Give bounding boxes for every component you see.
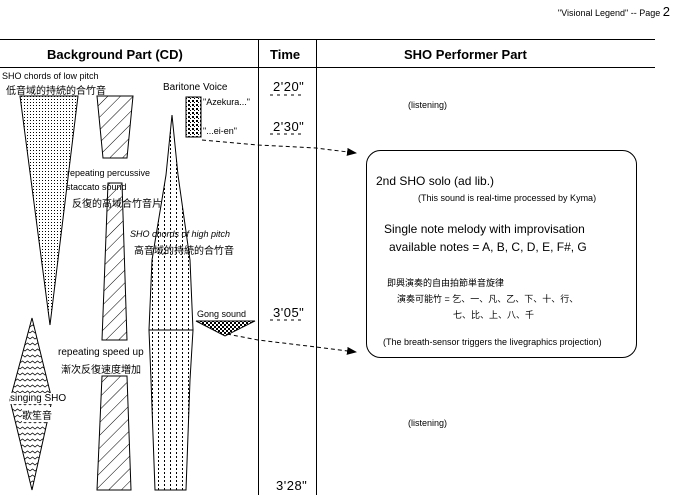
column-header-performer: SHO Performer Part bbox=[404, 47, 527, 62]
high-pitch-label-jp: 高音域的持続的合竹音 bbox=[134, 246, 234, 257]
baritone-line-2: "...ei-en" bbox=[203, 126, 237, 136]
column-header-background: Background Part (CD) bbox=[47, 47, 183, 62]
percussive-sound-shape-middle bbox=[101, 182, 128, 341]
speedup-label-en: repeating speed up bbox=[58, 347, 144, 358]
arrow-gong-to-sensor bbox=[226, 333, 357, 355]
document-title: "Visional Legend" bbox=[557, 8, 629, 18]
percussive-label-en-1: repeating percussive bbox=[67, 168, 151, 178]
percussive-label-jp: 反復的高域合竹音片 bbox=[72, 199, 162, 210]
column-header-time: Time bbox=[270, 47, 301, 62]
jp-melody-line: 即興演奏的自由拍節単音旋律 bbox=[387, 278, 505, 288]
jp-notes-line-1: 演奏可能竹 = 乞、一、凡、乙、下、十、行、 bbox=[397, 294, 579, 304]
high-pitch-label-en: SHO chords of high pitch bbox=[130, 229, 231, 239]
percussive-label-en-2: staccato sound bbox=[66, 182, 127, 192]
time-mark: 2'30" bbox=[273, 119, 305, 134]
listening-label-1: (listening) bbox=[408, 100, 448, 110]
page-header: "Visional Legend" -- Page 2 bbox=[558, 4, 670, 19]
singing-label-jp: 歌笙音 bbox=[22, 407, 52, 422]
baritone-voice-block bbox=[185, 96, 202, 138]
high-pitch-chord-shape bbox=[148, 114, 194, 491]
header-separator: -- bbox=[630, 8, 637, 18]
melody-line: Single note melody with improvisation bbox=[384, 222, 585, 236]
gong-sound-shape bbox=[195, 320, 256, 337]
low-pitch-chord-shape bbox=[19, 95, 79, 326]
baritone-label: Baritone Voice bbox=[163, 82, 228, 93]
time-mark: 3'05" bbox=[273, 305, 305, 320]
percussive-sound-shape-upper bbox=[96, 95, 134, 159]
jp-notes-line-2: 七、比、上、八、千 bbox=[453, 310, 535, 320]
speedup-label-jp: 漸次反復速度増加 bbox=[61, 365, 141, 376]
low-pitch-label-en: SHO chords of low pitch bbox=[2, 71, 99, 81]
listening-label-2: (listening) bbox=[408, 418, 448, 428]
sensor-note: (The breath-sensor triggers the livegrap… bbox=[383, 337, 602, 347]
singing-sho-shape bbox=[9, 317, 53, 491]
baritone-line-1: "Azekura..." bbox=[203, 97, 250, 107]
gong-label: Gong sound bbox=[197, 309, 247, 319]
arrow-baritone-to-solo bbox=[201, 139, 357, 156]
solo-note: (This sound is real-time processed by Ky… bbox=[418, 193, 597, 203]
low-pitch-label-jp: 低音域的持続的合竹音 bbox=[6, 86, 106, 97]
time-mark: 2'20" bbox=[273, 79, 305, 94]
singing-label-en: singing SHO bbox=[10, 393, 67, 404]
page-label: Page bbox=[639, 8, 661, 18]
notes-line: available notes = A, B, C, D, E, F#, G bbox=[389, 240, 587, 254]
speedup-sound-shape bbox=[96, 375, 132, 491]
page-number: 2 bbox=[662, 4, 670, 19]
time-mark: 3'28" bbox=[276, 478, 308, 493]
solo-title: 2nd SHO solo (ad lib.) bbox=[376, 174, 495, 188]
solo-box bbox=[366, 150, 637, 358]
